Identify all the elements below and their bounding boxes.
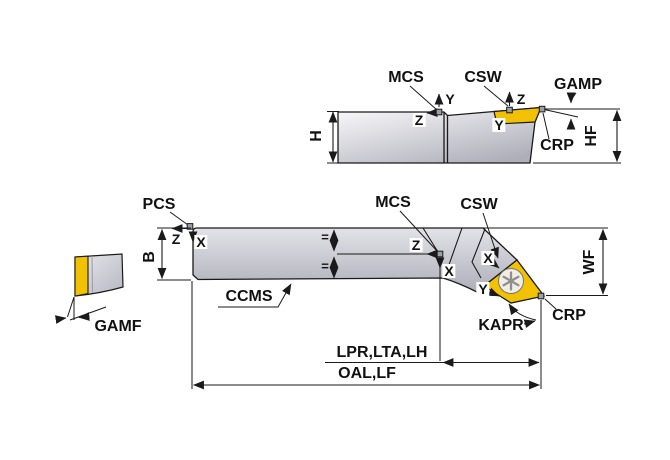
label-gamf: GAMF	[94, 318, 142, 335]
axis-x-pcs: X	[194, 234, 208, 250]
label-crp-main: CRP	[552, 307, 586, 324]
kapr-leader	[523, 319, 536, 328]
main-view	[157, 210, 608, 390]
gamf-angle-line	[67, 296, 75, 318]
mcs-leader-main	[399, 210, 439, 253]
label-oal-lf: OAL,LF	[338, 365, 396, 382]
axis-x-mcs-main: X	[442, 263, 456, 279]
label-b: B	[141, 251, 158, 263]
top-view-joint-lines	[443, 112, 449, 163]
label-gamp: GAMP	[554, 76, 602, 93]
label-ccms: CCMS	[225, 288, 273, 305]
top-view	[327, 85, 622, 164]
label-h: H	[308, 130, 325, 142]
pcs-marker	[186, 223, 194, 230]
csw-leader-top	[483, 85, 509, 107]
label-kapr: KAPR	[478, 317, 524, 334]
label-csw-top: CSW	[464, 69, 502, 86]
axis-z-pcs: Z	[171, 231, 181, 247]
b-extension-lines	[157, 227, 191, 281]
mcs-leader-top	[409, 85, 438, 111]
equal-mark-top: =	[321, 229, 329, 245]
label-lpr-lta-lh: LPR,LTA,LH	[336, 344, 428, 361]
gamp-leader	[570, 92, 577, 101]
gamf-leader	[69, 306, 107, 321]
crp-leader-top	[542, 112, 550, 140]
equal-mark-bottom: =	[321, 258, 329, 274]
axis-z-mcs-main: Z	[409, 237, 423, 253]
label-hf: HF	[583, 125, 600, 147]
oal-extension-lines	[191, 281, 542, 389]
end-view	[55, 253, 124, 324]
axis-y-csw-top: Y	[492, 117, 506, 133]
screw-torx-icon	[502, 271, 520, 291]
gamf-arrow-left	[55, 315, 67, 324]
end-view-insert-edge	[91, 255, 93, 293]
axis-z-csw-top: Z	[516, 91, 526, 107]
label-csw-main: CSW	[460, 196, 498, 213]
label-wf: WF	[581, 249, 598, 275]
gamf-arrow-right	[78, 312, 90, 321]
crp-leader-main	[544, 298, 557, 310]
csw-y-arrow-main	[487, 287, 500, 297]
crp-marker-top	[538, 105, 546, 113]
ccms-leader	[218, 283, 292, 308]
kapr-arc	[508, 303, 537, 321]
csw-marker-top	[506, 106, 513, 114]
axis-z-mcs-top: Z	[412, 112, 426, 128]
axis-y-csw-main: Y	[476, 281, 490, 297]
label-crp-top: CRP	[540, 137, 574, 154]
label-mcs-main: MCS	[375, 194, 411, 211]
main-view-tool-body	[192, 227, 518, 293]
crp-marker-main	[537, 292, 545, 300]
label-pcs: PCS	[142, 196, 176, 213]
mcs-marker-main	[436, 250, 444, 258]
end-view-insert	[74, 255, 89, 297]
gamp-angle-line	[541, 108, 579, 118]
pcs-leader	[169, 211, 189, 226]
mcs-marker-top	[435, 108, 443, 116]
axis-y-mcs-top: Y	[445, 91, 455, 107]
label-mcs-top: MCS	[388, 69, 424, 86]
axis-x-csw-main: X	[481, 250, 495, 266]
insert-screw	[498, 268, 524, 294]
csw-leader-main	[482, 212, 499, 259]
